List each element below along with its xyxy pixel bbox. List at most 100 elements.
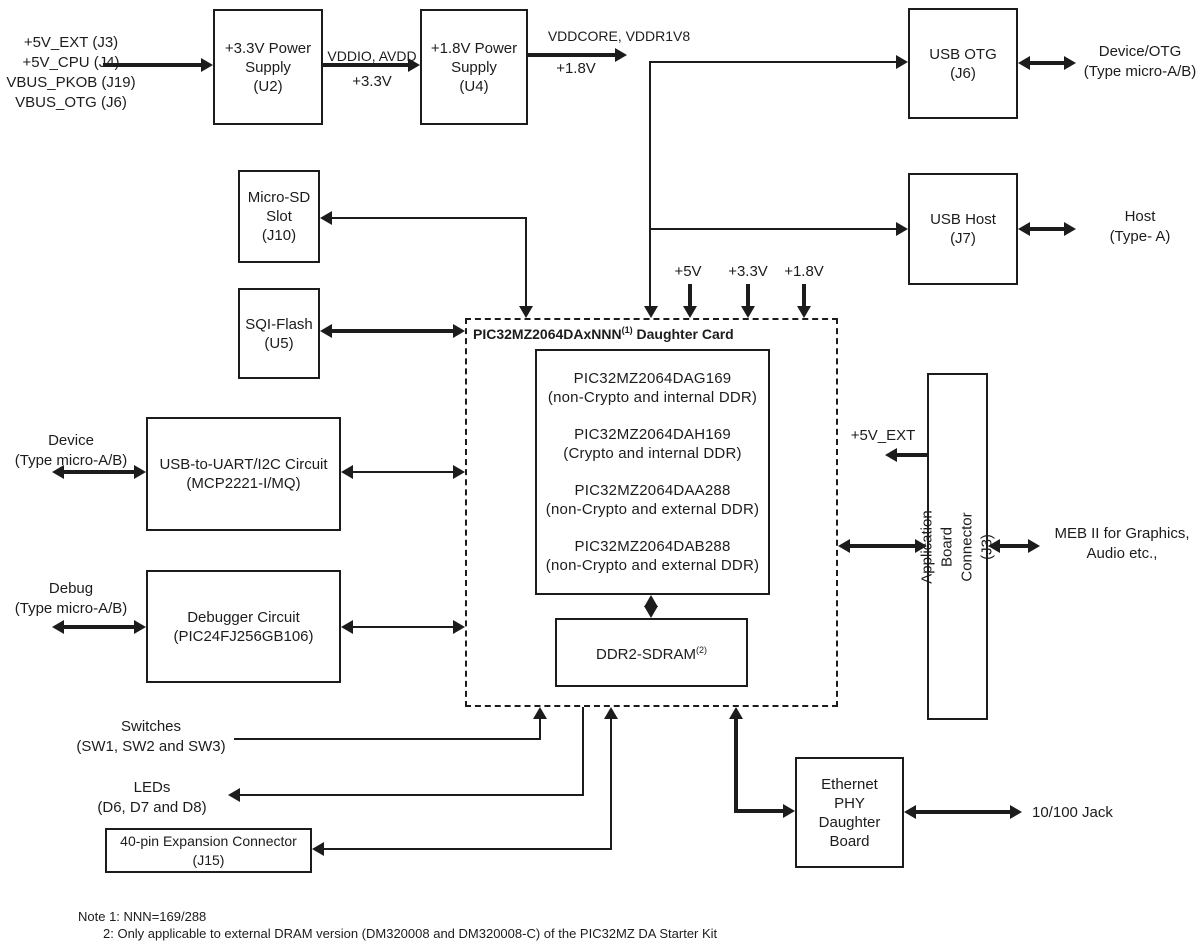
box-application-board-connector: Application Board Connector (J3) bbox=[919, 373, 996, 720]
arrowhead-jack-left bbox=[904, 805, 916, 819]
arrowhead-host-ext-left bbox=[1018, 222, 1030, 236]
label-note-2: 2: Only applicable to external DRAM vers… bbox=[103, 926, 718, 941]
label-device-otg-ext: Device/OTG (Type micro-A/B) bbox=[1083, 43, 1197, 80]
wire-otg-ext bbox=[1028, 61, 1064, 65]
label-5v-ext: +5V_EXT bbox=[850, 427, 916, 444]
daughter-card-title-main: PIC32MZ2064DAxNNN bbox=[473, 326, 622, 342]
box-expansion-connector: 40-pin Expansion Connector (J15) bbox=[105, 828, 312, 873]
ddr2-label-main: DDR2-SDRAM bbox=[595, 646, 696, 663]
arrowhead-device-left bbox=[52, 465, 64, 479]
arrowhead-debugger-card-right bbox=[453, 620, 465, 634]
box-3v3-power-supply: +3.3V Power Supply (U2) bbox=[213, 9, 323, 125]
box-chip-list: PIC32MZ2064DAG169 (non-Crypto and intern… bbox=[535, 349, 770, 595]
wire-leds-v bbox=[582, 707, 584, 796]
label-host-ext: Host (Type- A) bbox=[1109, 208, 1171, 245]
label-meb: MEB II for Graphics, Audio etc., bbox=[1054, 525, 1190, 562]
wire-microsd-v bbox=[525, 217, 527, 306]
box-sqi-flash: SQI-Flash (U5) bbox=[238, 288, 320, 379]
arrowhead-uart-card-left bbox=[341, 465, 353, 479]
wire-device bbox=[62, 470, 134, 474]
wire-expansion-v bbox=[610, 715, 612, 850]
arrowhead-switches-into-card bbox=[533, 707, 547, 719]
arrowhead-uart-card-right bbox=[453, 465, 465, 479]
wire-u4-output bbox=[528, 53, 615, 57]
label-rail-5v: +5V bbox=[674, 263, 702, 280]
box-usb-otg: USB OTG (J6) bbox=[908, 8, 1018, 119]
arrowhead-device-right bbox=[134, 465, 146, 479]
ddr2-label: DDR2-SDRAM(2) bbox=[596, 641, 707, 664]
label-rail-1v8: +1.8V bbox=[784, 263, 824, 280]
label-10-100-jack: 10/100 Jack bbox=[1032, 804, 1113, 821]
chip-desc: (non-Crypto and external DDR) bbox=[545, 501, 760, 518]
wire-rail-1v8 bbox=[802, 284, 806, 308]
arrowhead-otg-ext-right bbox=[1064, 56, 1076, 70]
ddr2-label-footnote: (2) bbox=[696, 645, 707, 655]
arrowhead-debugger-card-left bbox=[341, 620, 353, 634]
arrowhead-sqi-right bbox=[453, 324, 465, 338]
label-leds: LEDs (D6, D7 and D8) bbox=[97, 779, 207, 816]
wire-eth-h bbox=[734, 809, 783, 813]
box-usb-host: USB Host (J7) bbox=[908, 173, 1018, 285]
box-usb-uart-circuit: USB-to-UART/I2C Circuit (MCP2221-I/MQ) bbox=[146, 417, 341, 531]
arrowhead-rail-3v3 bbox=[741, 306, 755, 318]
wire-rail-3v3 bbox=[746, 284, 750, 308]
label-net-3v3: +3.3V bbox=[352, 73, 392, 90]
arrowhead-host-ext-right bbox=[1064, 222, 1076, 236]
label-note-1: Note 1: NNN=169/288 bbox=[78, 909, 207, 924]
arrowhead-into-microsd bbox=[320, 211, 332, 225]
arrowhead-ddr-up bbox=[644, 595, 658, 607]
arrowhead-debug-left bbox=[52, 620, 64, 634]
wire-conn-meb bbox=[1000, 544, 1028, 548]
wire-host-ext bbox=[1028, 227, 1064, 231]
label-net-vddio-avdd: VDDIO, AVDD bbox=[327, 48, 417, 64]
chip-name: PIC32MZ2064DAG169 bbox=[573, 370, 732, 387]
arrowhead-debug-right bbox=[134, 620, 146, 634]
box-microsd-slot: Micro-SD Slot (J10) bbox=[238, 170, 320, 263]
arrowhead-card-conn-left bbox=[838, 539, 850, 553]
arrowhead-sqi-left bbox=[320, 324, 332, 338]
label-debug-ext: Debug (Type micro-A/B) bbox=[14, 580, 128, 617]
label-switches: Switches (SW1, SW2 and SW3) bbox=[76, 718, 226, 755]
arrowhead-ddr-down bbox=[644, 606, 658, 618]
arrowhead-jack-right bbox=[1010, 805, 1022, 819]
wire-eth-v bbox=[734, 717, 738, 812]
chip-variant: PIC32MZ2064DAA288 (non-Crypto and extern… bbox=[537, 481, 768, 519]
arrowhead-otg-ext-left bbox=[1018, 56, 1030, 70]
chip-desc: (non-Crypto and internal DDR) bbox=[547, 389, 758, 406]
wire-power-trunk bbox=[649, 61, 651, 308]
daughter-card-title-footnote: (1) bbox=[621, 325, 633, 335]
wire-debugger-card bbox=[351, 626, 453, 628]
arrowhead-into-leds bbox=[228, 788, 240, 802]
arrowhead-microsd-into-card bbox=[519, 306, 533, 318]
arrowhead-rail-5v bbox=[683, 306, 697, 318]
chip-variant: PIC32MZ2064DAH169 (Crypto and internal D… bbox=[537, 425, 768, 463]
label-net-1v8: +1.8V bbox=[556, 60, 596, 77]
wire-uart-card bbox=[351, 471, 453, 473]
wire-u2-to-u4 bbox=[323, 63, 408, 67]
box-ddr2-sdram: DDR2-SDRAM(2) bbox=[555, 618, 748, 687]
chip-desc: (Crypto and internal DDR) bbox=[563, 445, 742, 462]
arrowhead-conn-meb-left bbox=[988, 539, 1000, 553]
wire-to-usb-host bbox=[649, 228, 896, 230]
wire-expansion-h bbox=[324, 848, 612, 850]
arrowhead-to-usb-otg bbox=[896, 55, 908, 69]
arrowhead-to-usb-host bbox=[896, 222, 908, 236]
wire-switches-v bbox=[539, 715, 541, 740]
chip-name: PIC32MZ2064DAA288 bbox=[574, 482, 731, 499]
daughter-card-title: PIC32MZ2064DAxNNN(1) Daughter Card bbox=[473, 325, 734, 342]
wire-eth-jack bbox=[916, 810, 1010, 814]
application-board-connector-label: Application Board Connector (J3) bbox=[918, 509, 996, 584]
label-device-ext: Device (Type micro-A/B) bbox=[14, 432, 128, 469]
wire-rail-5v bbox=[688, 284, 692, 308]
wire-switches-h bbox=[234, 738, 541, 740]
label-net-vddcore: VDDCORE, VDDR1V8 bbox=[547, 28, 691, 44]
chip-variant: PIC32MZ2064DAG169 (non-Crypto and intern… bbox=[537, 369, 768, 407]
chip-desc: (non-Crypto and external DDR) bbox=[545, 557, 760, 574]
label-power-inputs: +5V_EXT (J3) +5V_CPU (J4) VBUS_PKOB (J19… bbox=[6, 34, 136, 111]
arrowhead-expansion-into-card bbox=[604, 707, 618, 719]
wire-debug bbox=[62, 625, 134, 629]
box-ethernet-phy: Ethernet PHY Daughter Board bbox=[795, 757, 904, 868]
wire-5v-ext bbox=[897, 453, 927, 457]
chip-name: PIC32MZ2064DAB288 bbox=[574, 538, 731, 555]
